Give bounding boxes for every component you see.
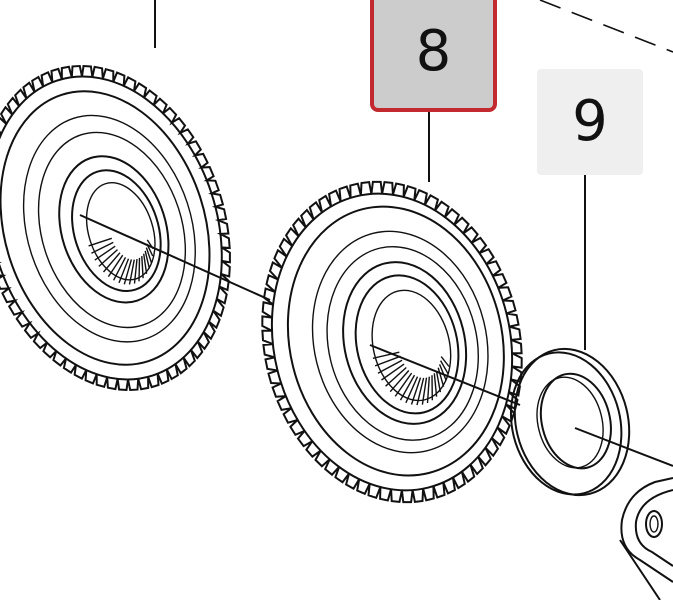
callout-8[interactable]: 8 [370, 0, 497, 112]
shaft-bracket [619, 477, 673, 600]
center-splines-spline [399, 374, 416, 401]
left-splines-spline [145, 247, 153, 263]
center-splines-spline [377, 359, 403, 374]
center-splines-spline [416, 377, 425, 406]
thrust-washer [509, 347, 631, 497]
center-teeth-outline [261, 180, 523, 504]
center-splines-spline [426, 376, 430, 404]
left-splines-spline [128, 259, 135, 285]
center-splines-spline [405, 376, 419, 404]
center-splines-spline [385, 366, 407, 387]
left-splines-spline [123, 259, 133, 285]
center-splines-spline [374, 355, 401, 367]
left-splines-spline [112, 256, 127, 281]
left-splines-spline [98, 249, 118, 267]
center-splines-spline [439, 360, 449, 375]
left-gear [0, 64, 231, 392]
center-splines-spline [438, 364, 447, 381]
center-splines-spline [389, 370, 410, 393]
left-splines-spline [107, 254, 124, 277]
center-gear-teeth [261, 180, 523, 504]
center-splines-spline [421, 377, 428, 405]
left-splines-spline [94, 245, 116, 261]
center-splines-spline [433, 373, 438, 397]
axis-line-left [79, 214, 271, 301]
left-splines-spline [133, 259, 138, 284]
center-gear [261, 180, 523, 504]
left-splines-spline [91, 241, 114, 254]
center-splines-spline [394, 372, 413, 397]
left-splines-spline [138, 257, 141, 282]
axis-line-right [574, 427, 673, 467]
callout-9[interactable]: 9 [537, 69, 643, 175]
left-splines-spline [118, 258, 130, 284]
left-gear-teeth [0, 64, 231, 392]
center-splines-spline [437, 367, 445, 387]
center-splines-spline [435, 370, 442, 393]
left-splines-spline [102, 252, 121, 273]
center-splines-spline [410, 377, 422, 405]
axis-line-center [369, 344, 521, 406]
center-splines-spline [381, 363, 405, 381]
left-splines-spline [143, 253, 148, 274]
left-teeth-outline [0, 64, 231, 392]
center-splines-spline [440, 356, 450, 367]
left-gear-splines [88, 237, 154, 285]
center-splines-spline [372, 351, 400, 359]
left-splines-spline [144, 250, 151, 269]
center-gear-splines [372, 351, 450, 406]
left-splines-spline [141, 256, 144, 279]
dashed-alignment-line [539, 0, 673, 53]
left-splines-spline [88, 237, 113, 247]
